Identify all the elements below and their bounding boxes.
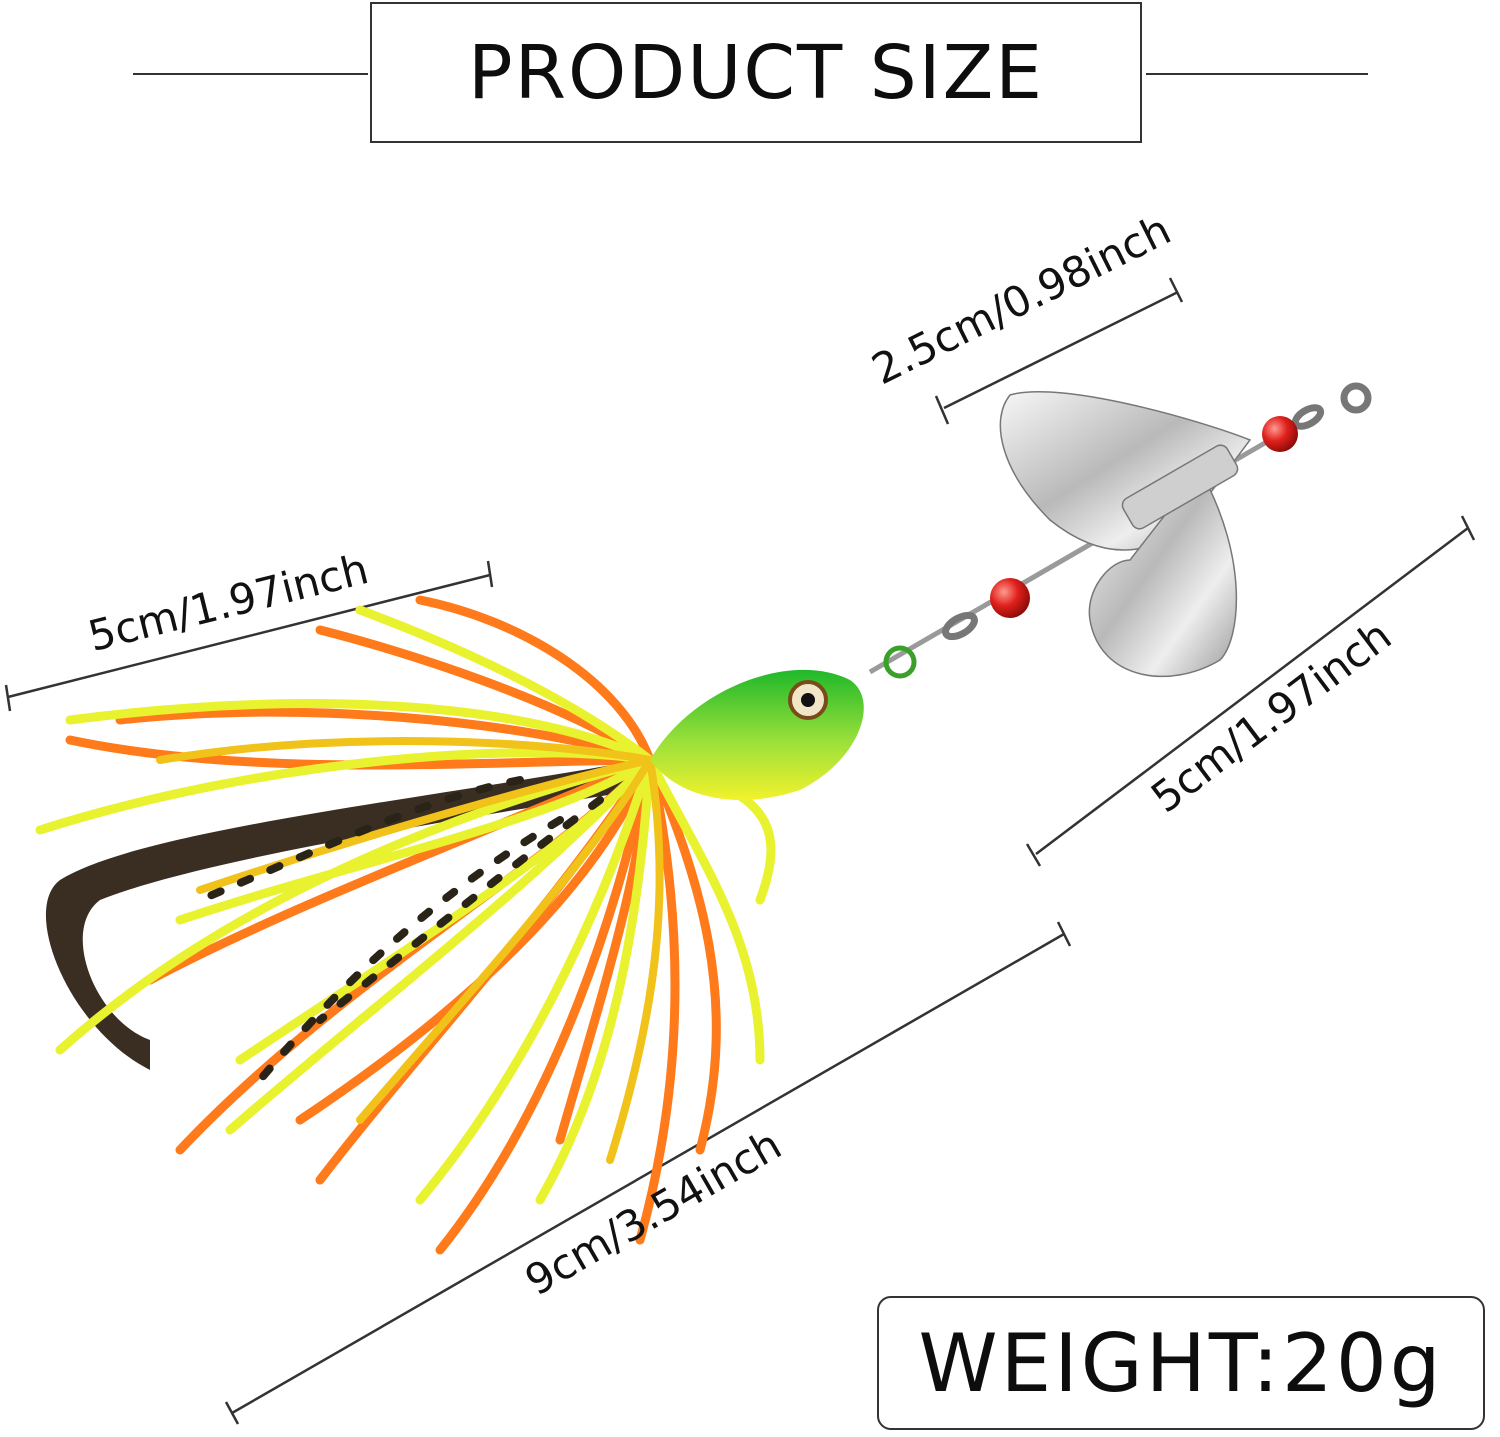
dimension-line-total-length: [224, 921, 1072, 1425]
page-title: PRODUCT SIZE: [370, 2, 1142, 143]
spinner-blades: [999, 391, 1252, 678]
dimension-line-skirt-length: [4, 560, 494, 712]
hook: [45, 760, 640, 1070]
dimension-line-blade-length: [1025, 515, 1476, 867]
title-rule-right: [1146, 73, 1368, 75]
bead-lower: [990, 578, 1030, 618]
skirt-strands: [35, 595, 776, 1255]
weight-badge: WEIGHT:20g: [877, 1296, 1485, 1430]
dimension-line-blade-width: [934, 277, 1184, 425]
lure-head: [650, 645, 917, 800]
bead-upper: [1262, 416, 1298, 452]
title-rule-left: [133, 73, 368, 75]
